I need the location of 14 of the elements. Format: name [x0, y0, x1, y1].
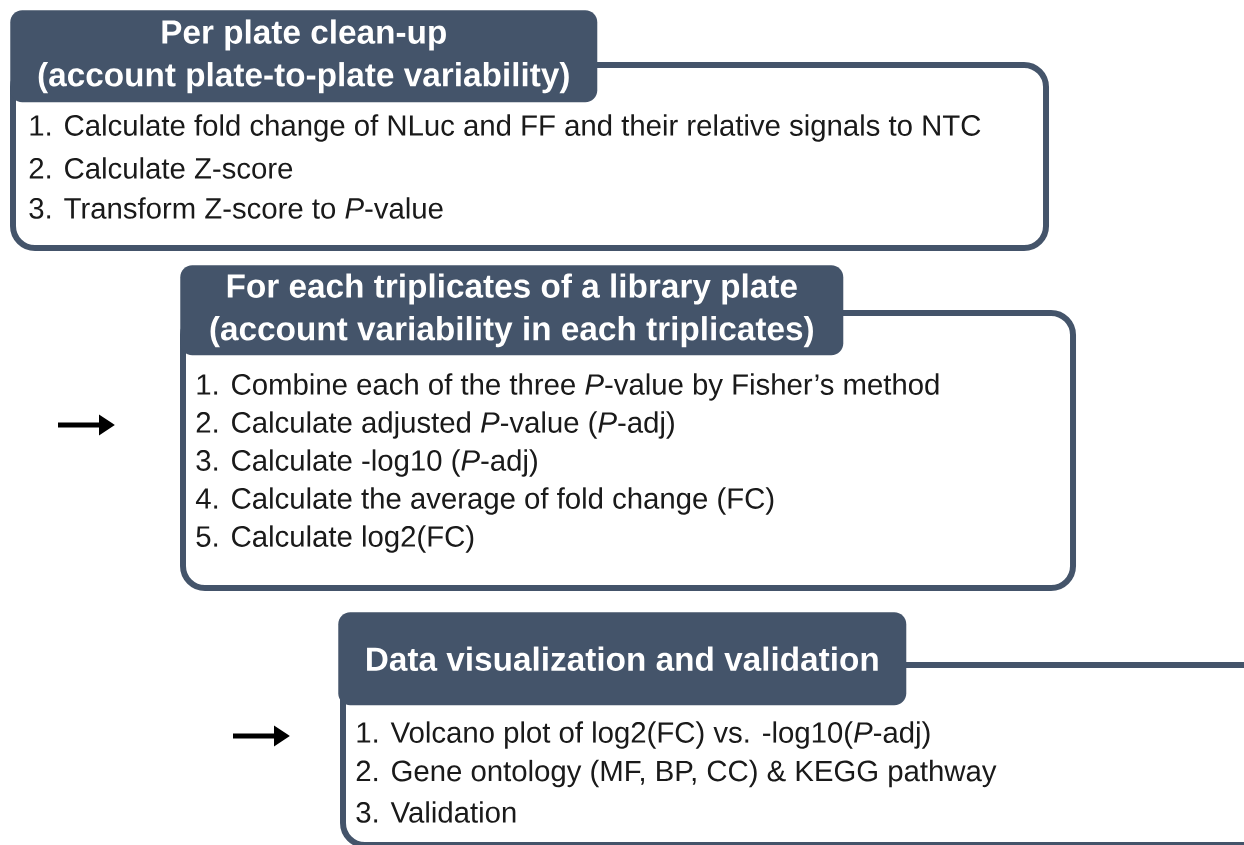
list-item: 3. Validation — [356, 801, 516, 823]
list-item: 2. Calculate adjusted P-value (P-adj) — [196, 411, 674, 439]
heading-tab: Per plate clean-up (account plate-to-plate variability) — [10, 10, 598, 103]
list-item: 2. Calculate Z-score — [29, 157, 293, 179]
list-item: 3. Calculate -log10 (P-adj) — [196, 449, 537, 477]
list-item: 1. Calculate fold change of NLuc and FF and their relative signals to NTC — [30, 114, 981, 142]
list-item: 1. Combine each of the three P-value by Fisher’s method — [197, 373, 939, 401]
list-item: 2. Gene ontology (MF, BP, CC) & KEGG pathway — [356, 759, 997, 788]
list-item: 1. Volcano plot of log2(FC) vs. -log10(P-adj) — [357, 721, 930, 749]
heading-tab: For each triplicates of a library plate (account variability in each triplicates) — [180, 265, 844, 356]
heading-tab: Data visualization and validation — [338, 612, 907, 706]
list-item: 3. Transform Z-score to P-value — [29, 197, 443, 219]
list-item: 5. Calculate log2(FC) — [196, 525, 474, 553]
list-item: 4. Calculate the average of fold change (FC) — [195, 487, 774, 515]
